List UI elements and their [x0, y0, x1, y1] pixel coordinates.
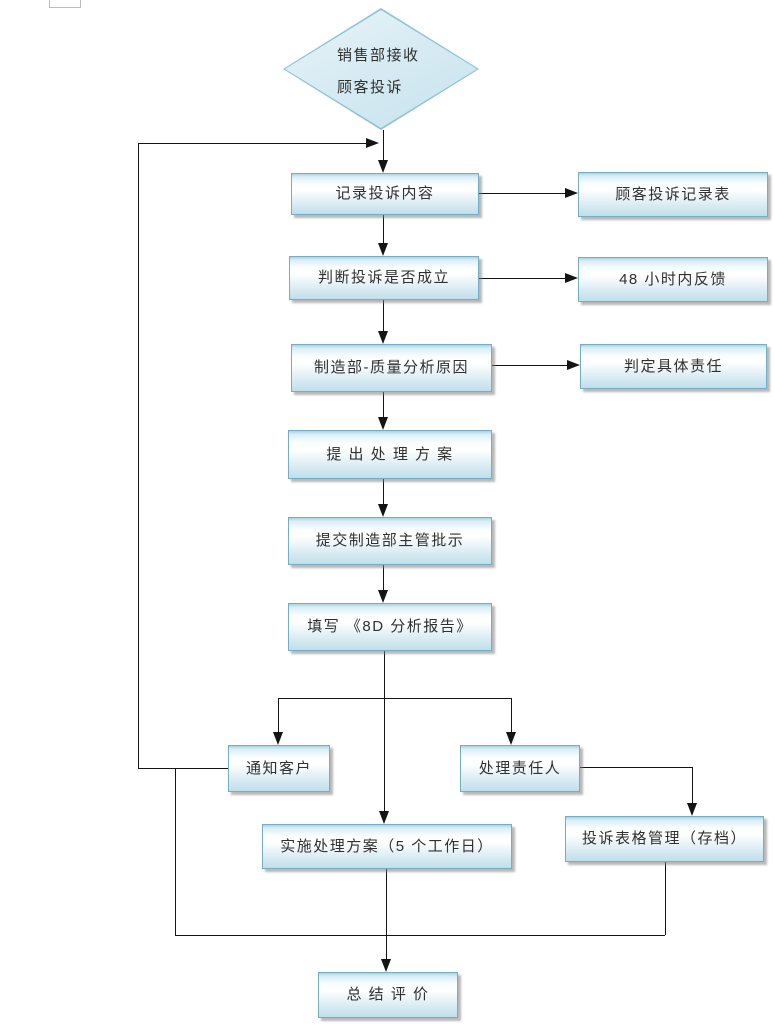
node-judge-complaint-valid-label: 判断投诉是否成立: [317, 269, 450, 286]
arrowhead-to-determine: [567, 360, 580, 370]
node-record-complaint[interactable]: 记录投诉内容: [291, 173, 479, 215]
node-48h-feedback-label: 48 小时内反馈: [619, 270, 727, 288]
arrowhead-to-implement: [379, 811, 389, 824]
node-record-complaint-label: 记录投诉内容: [335, 185, 435, 202]
arrowhead-to-responsible: [506, 732, 516, 745]
edge-responsible-to-archive-hline: [578, 767, 692, 768]
edge-implement-to-summary-line: [386, 867, 387, 961]
edge-submit-to-report-line: [383, 563, 384, 592]
node-fill-8d-report-label: 填写 《8D 分析报告》: [307, 618, 473, 635]
edge-record-to-judge-line: [383, 213, 384, 245]
node-determine-responsibility-label: 判定具体责任: [623, 357, 723, 375]
start-diamond-label-line2: 顾客投诉: [337, 79, 404, 96]
arrowhead-to-summary: [381, 959, 391, 972]
edge-propose-to-submit-line: [383, 477, 384, 506]
node-48h-feedback[interactable]: 48 小时内反馈: [578, 257, 768, 302]
arrowhead-to-feedback48: [565, 273, 578, 283]
feedback-loop-top-line: [138, 143, 367, 144]
node-determine-responsibility[interactable]: 判定具体责任: [580, 344, 767, 389]
node-fill-8d-report[interactable]: 填写 《8D 分析报告》: [288, 603, 492, 651]
node-quality-analyze-cause-label: 制造部-质量分析原因: [314, 359, 469, 376]
split-horizontal-line: [278, 698, 511, 699]
edge-judge-to-feedback48-line: [477, 278, 566, 279]
corner-rectangle-fragment: [49, 0, 81, 8]
edge-record-to-form-line: [477, 193, 566, 194]
collector-horizontal-line: [175, 935, 665, 936]
edge-analyze-to-propose-line: [383, 390, 384, 419]
node-propose-solution-label: 提 出 处 理 方 案: [326, 445, 454, 463]
edge-start-to-record-line: [383, 130, 384, 162]
arrowhead-start-to-record: [378, 160, 388, 173]
arrowhead-record-to-judge: [378, 243, 388, 256]
arrowhead-submit-to-report: [378, 590, 388, 603]
node-submit-supervisor-approval-label: 提交制造部主管批示: [315, 532, 465, 549]
edge-split-to-notify-line: [278, 698, 279, 734]
node-complaint-form-archive-label: 投诉表格管理（存档）: [581, 830, 747, 847]
collector-left-vertical-line: [175, 768, 176, 935]
node-submit-supervisor-approval[interactable]: 提交制造部主管批示: [288, 517, 492, 565]
node-complaint-record-form[interactable]: 顾客投诉记录表: [578, 172, 768, 217]
feedback-loop-vertical-line: [138, 143, 139, 768]
node-notify-customer-label: 通知客户: [245, 759, 312, 777]
node-notify-customer[interactable]: 通知客户: [228, 745, 330, 792]
arrowhead-to-record-form: [565, 188, 578, 198]
edge-responsible-to-archive-vline: [692, 767, 693, 805]
arrowhead-to-archive: [687, 803, 697, 816]
start-diamond-label: 销售部接收 顾客投诉: [337, 40, 477, 104]
node-implement-solution-5days[interactable]: 实施处理方案（5 个工作日）: [262, 824, 512, 869]
arrowhead-analyze-to-propose: [378, 417, 388, 430]
node-summary-evaluation-label: 总 结 评 价: [346, 986, 430, 1003]
node-quality-analyze-cause[interactable]: 制造部-质量分析原因: [291, 344, 492, 392]
edge-report-to-implement-line: [384, 649, 385, 813]
arrowhead-judge-to-analyze: [378, 331, 388, 344]
node-complaint-record-form-label: 顾客投诉记录表: [615, 185, 731, 203]
node-complaint-form-archive[interactable]: 投诉表格管理（存档）: [565, 816, 764, 862]
edge-analyze-to-determine-line: [490, 365, 568, 366]
edge-judge-to-analyze-line: [383, 298, 384, 333]
arrowhead-propose-to-submit: [378, 504, 388, 517]
collector-right-vertical-line: [665, 860, 666, 935]
arrowhead-to-notify: [273, 732, 283, 745]
arrowhead-feedback-loop: [366, 138, 379, 148]
node-summary-evaluation[interactable]: 总 结 评 价: [318, 972, 458, 1018]
node-handling-responsible-person[interactable]: 处理责任人: [460, 745, 580, 792]
node-judge-complaint-valid[interactable]: 判断投诉是否成立: [289, 256, 479, 300]
edge-split-to-responsible-line: [511, 698, 512, 734]
feedback-loop-notify-line: [138, 768, 228, 769]
node-implement-solution-5days-label: 实施处理方案（5 个工作日）: [280, 837, 494, 855]
start-diamond-label-line1: 销售部接收: [337, 47, 420, 64]
node-handling-responsible-person-label: 处理责任人: [478, 759, 562, 777]
node-propose-solution[interactable]: 提 出 处 理 方 案: [288, 430, 492, 479]
